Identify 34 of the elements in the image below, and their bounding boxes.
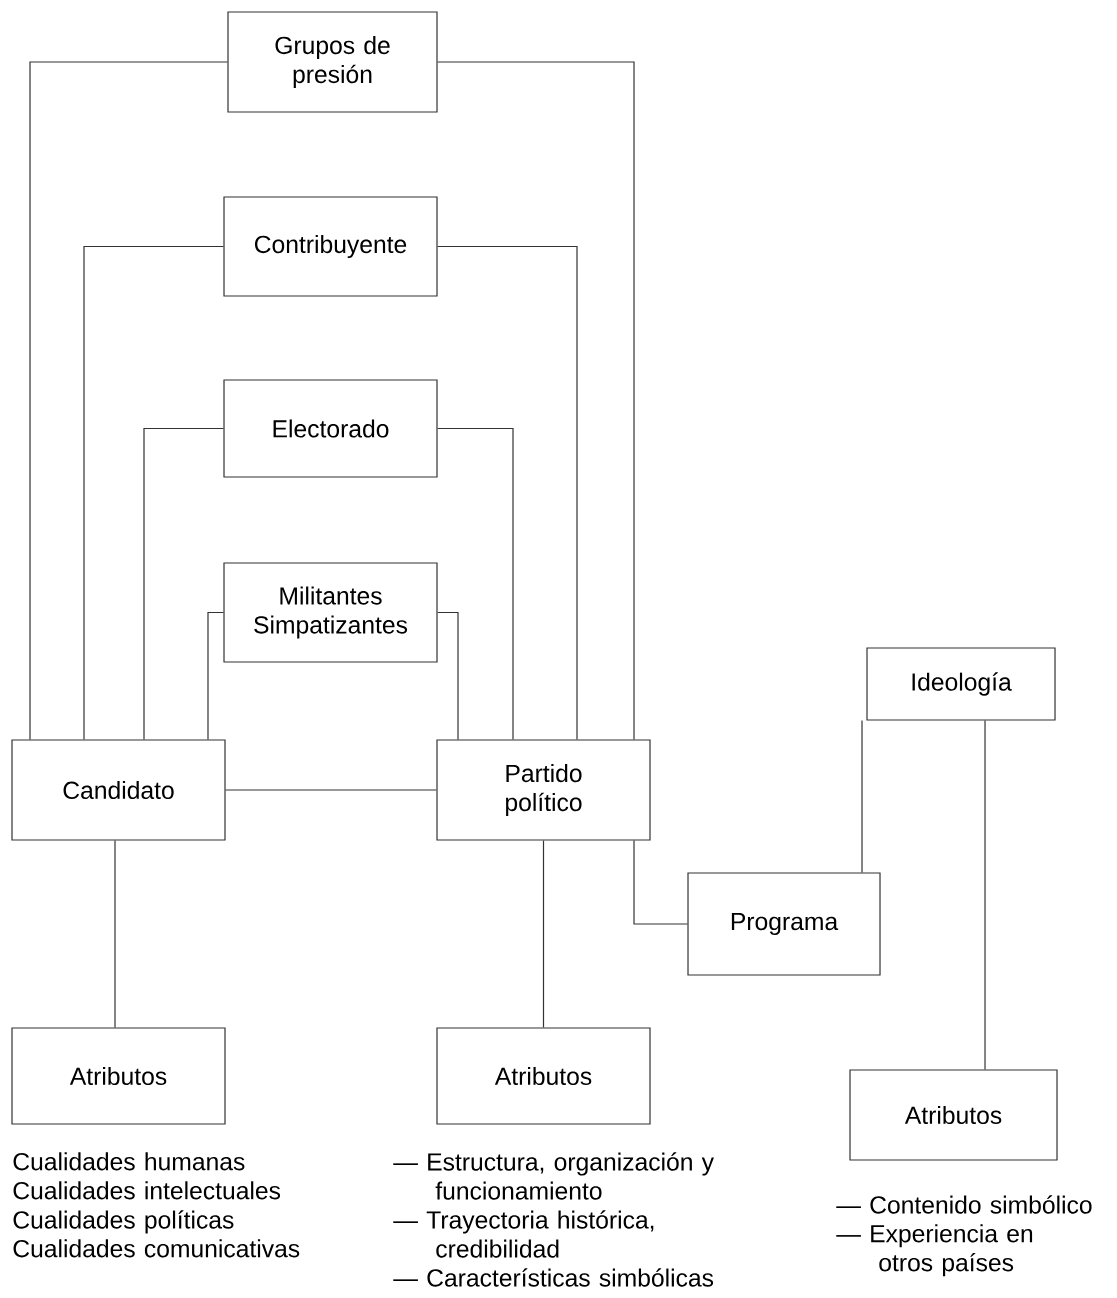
attribute-text: Cualidades humanas [13, 1152, 245, 1171]
attribute-text: Cualidades intelectuales [13, 1181, 281, 1200]
connector-line [83, 245, 224, 740]
box: Candidato [11, 739, 226, 841]
connector-line [437, 427, 514, 740]
connector-line [437, 245, 578, 740]
connector-line [114, 840, 116, 1028]
connector-line [633, 840, 688, 925]
connector-line [437, 61, 635, 740]
box: Partido político [436, 739, 651, 841]
connector-line [143, 427, 224, 740]
box: Ideología [866, 647, 1056, 721]
box: Electorado [223, 379, 438, 478]
connector-line [984, 720, 986, 1070]
box: Atributos [436, 1027, 651, 1125]
box: Programa [687, 872, 881, 976]
connector-line [437, 611, 459, 740]
attribute-text: — Estructura, organización y funcionamiento [393, 1152, 714, 1200]
box: Grupos de presión [227, 11, 438, 113]
attribute-text: — Características simbólicas [393, 1268, 714, 1287]
box: Atributos [849, 1069, 1058, 1161]
connector-line [225, 789, 437, 791]
attribute-text: — Contenido simbólico [836, 1195, 1092, 1214]
connector-line [861, 720, 863, 873]
connector-line [542, 840, 545, 1028]
box: Militantes Simpatizantes [223, 562, 438, 663]
box: Contribuyente [223, 196, 438, 297]
attribute-text: Cualidades comunicativas [13, 1239, 300, 1258]
attribute-text: Cualidades políticas [13, 1210, 234, 1234]
attribute-text: — Experiencia en otros países [836, 1224, 1033, 1277]
attribute-text: — Trayectoria histórica, credibilidad [393, 1210, 654, 1258]
connector-line [207, 611, 224, 740]
connector-line [29, 61, 228, 740]
box: Atributos [11, 1027, 226, 1125]
